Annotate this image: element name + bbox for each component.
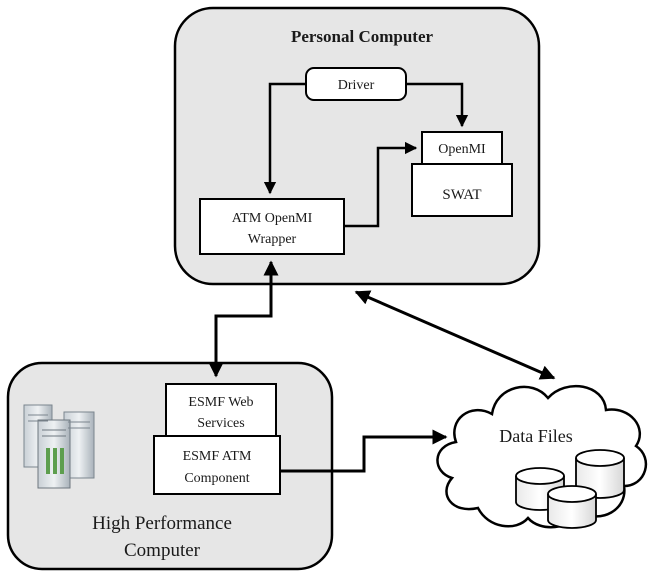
atm-component-frame [153, 435, 281, 495]
swat-label: SWAT [442, 187, 481, 203]
web-services-frame [165, 383, 277, 437]
atm-wrapper-label-line1: ATM OpenMI [232, 211, 313, 226]
database-icon [547, 485, 597, 529]
atm-wrapper-label-line2: Wrapper [248, 232, 297, 247]
esmf-web-services-box: ESMF Web Services [165, 383, 277, 437]
atm-wrapper-frame [199, 198, 345, 255]
atm-component-label-line1: ESMF ATM [183, 449, 252, 464]
atm-component-to-data-files-arrow [280, 429, 448, 473]
wrapper-web-services-arrow [208, 260, 279, 378]
openmi-box: OpenMI [421, 131, 503, 165]
atm-component-label-line2: Component [184, 471, 249, 486]
hpc-title-line2: Computer [124, 540, 201, 561]
driver-to-openmi-arrow [406, 82, 469, 128]
wrapper-to-openmi-arrow [344, 141, 418, 228]
esmf-atm-component-box: ESMF ATM Component [153, 435, 281, 495]
hpc-title-line1: High Performance [92, 513, 232, 534]
swat-frame [411, 163, 513, 217]
personal-computer-title: Personal Computer [291, 27, 434, 46]
server-rack-icon [23, 404, 95, 489]
driver-label: Driver [338, 78, 375, 93]
driver-box: Driver [305, 67, 407, 101]
swat-model-box: SWAT [411, 163, 513, 217]
atm-openmi-wrapper-box: ATM OpenMI Wrapper [199, 198, 345, 255]
data-files-label: Data Files [499, 426, 573, 446]
web-services-label-line2: Services [197, 416, 244, 431]
driver-to-wrapper-arrow [263, 82, 306, 195]
pc-data-files-arrow [354, 290, 556, 380]
openmi-frame [421, 131, 503, 165]
openmi-label: OpenMI [438, 142, 486, 157]
web-services-label-line1: ESMF Web [188, 395, 253, 410]
data-files-cloud: Data Files [436, 384, 648, 529]
